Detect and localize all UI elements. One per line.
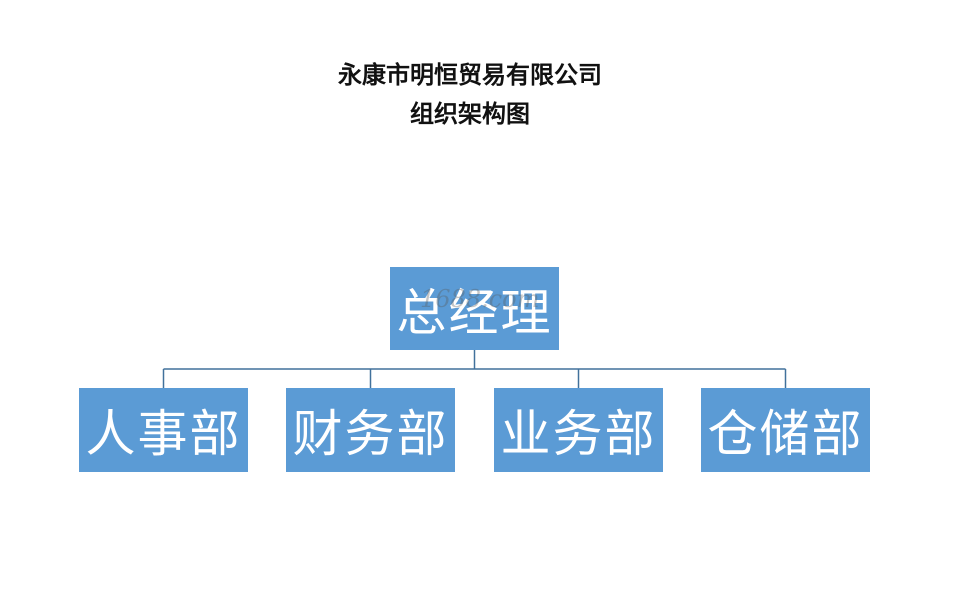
node-business-dept: 业务部 — [494, 388, 663, 472]
chart-subtitle: 组织架构图 — [410, 100, 530, 128]
node-hr-dept: 人事部 — [79, 388, 248, 472]
node-general-manager: 总经理 — [390, 267, 559, 350]
node-finance-dept: 财务部 — [286, 388, 455, 472]
node-warehouse-dept: 仓储部 — [701, 388, 870, 472]
company-title: 永康市明恒贸易有限公司 — [338, 61, 602, 89]
